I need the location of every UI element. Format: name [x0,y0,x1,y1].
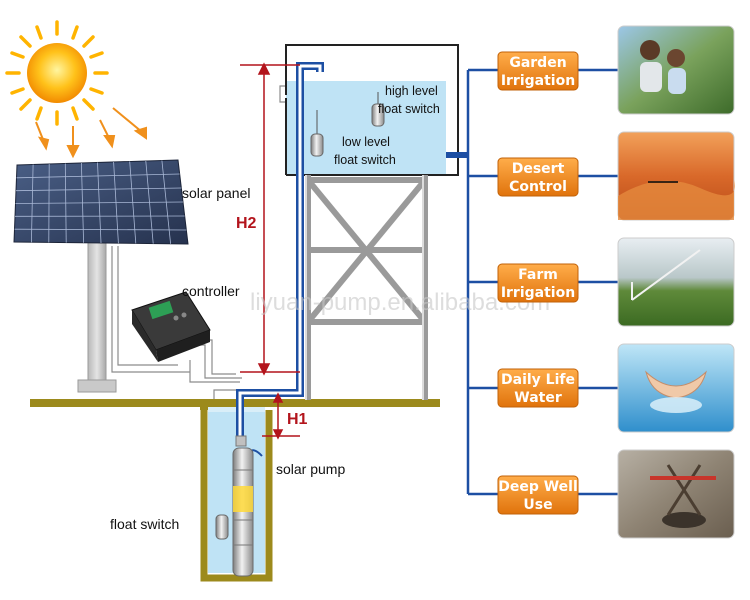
solar-pump-label: solar pump [276,461,345,477]
use-line2: Irrigation [501,285,575,301]
solar-pump-icon [232,447,263,577]
high-level-label-line2: float switch [378,102,440,116]
use-button-desert-control[interactable]: Desert Control [497,157,579,197]
use-line1: Deep Well [498,479,578,495]
use-line1: Desert [512,161,565,177]
use-line2: Irrigation [501,73,575,89]
deep-well-use-photo [617,449,735,539]
panel-cell-line [14,228,187,231]
controller-icon [131,291,211,362]
panel-cell-line [15,201,184,204]
h2-dimension [240,62,300,376]
high-level-float-switch-icon [371,92,385,127]
h1-dimension [262,392,300,440]
use-line1: Daily Life [501,372,575,388]
garden-irrigation-photo [617,25,735,115]
water-pipe [235,62,468,447]
use-line1: Farm [518,267,558,283]
solar-panel-icon [13,159,189,393]
use-button-deep-well-use[interactable]: Deep Well Use [497,475,579,515]
use-line2: Use [523,497,552,513]
use-button-garden-irrigation[interactable]: Garden Irrigation [497,51,579,91]
panel-cell-line [15,187,182,192]
use-button-daily-life-water[interactable]: Daily Life Water [497,368,579,408]
use-line2: Water [514,390,562,406]
use-button-farm-irrigation[interactable]: Farm Irrigation [497,263,579,303]
use-line1: Garden [509,55,566,71]
daily-life-water-photo [617,343,735,433]
controller-label: controller [182,283,240,299]
h2-label: H2 [236,215,257,232]
solar-panel-label: solar panel [182,185,251,201]
water-tank [285,44,459,176]
float-switch-label: float switch [110,516,179,532]
panel-cell-line [16,173,180,179]
low-level-label-line2: float switch [334,153,396,167]
tank-stand [305,175,428,400]
sunlight-arrows [35,107,147,159]
ground [30,399,440,410]
low-level-float-switch-icon [310,110,324,157]
well-float-switch-icon [215,514,229,540]
h1-label: H1 [287,411,308,428]
farm-irrigation-photo [617,237,735,327]
high-level-label-line1: high level [385,84,438,98]
use-line2: Control [509,179,567,195]
sun-icon [5,20,109,126]
low-level-label-line1: low level [342,135,390,149]
desert-control-photo [617,131,735,221]
distribution-lines [466,68,618,496]
